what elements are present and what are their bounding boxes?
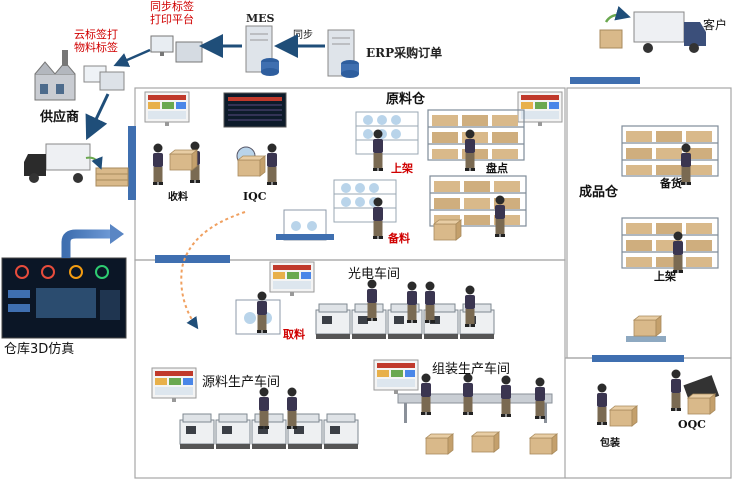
cloud-label-print-text: 云标签打 物料标签 — [74, 27, 122, 54]
material-pick-label: 取料 — [283, 327, 305, 341]
cloud-label-line1: 云标签打 — [74, 27, 118, 41]
assembly-workshop-label: 组装生产车间 — [432, 361, 510, 377]
prep-wire-shelf — [333, 179, 397, 223]
assembly-box-2 — [471, 431, 500, 453]
shelving-worker — [373, 129, 383, 171]
supplier-truck-icon — [24, 143, 91, 183]
mes-label: MES — [246, 12, 275, 25]
prep-worker — [373, 197, 383, 239]
receiving-label: 收料 — [168, 190, 188, 203]
opto-monitor — [269, 261, 315, 297]
label-platform-pc-icon — [150, 35, 203, 63]
source-machine-2 — [215, 413, 251, 450]
iqc-label: IQC — [243, 190, 267, 203]
packing-box — [609, 405, 638, 427]
assembly-worker-4 — [535, 377, 545, 419]
finished-shelving-label: 上架 — [654, 269, 676, 283]
oqc-worker — [671, 369, 681, 411]
load-arrow — [604, 6, 631, 23]
assembly-box-3 — [529, 433, 558, 455]
prep-worker-2 — [495, 195, 505, 237]
finished-bottom-door-bar — [592, 355, 684, 362]
raw-to-workshop-arrow — [180, 211, 246, 330]
supplier-label: 供应商 — [39, 109, 79, 125]
warehouse-3d-sim-label: 仓库3D仿真 — [4, 341, 74, 357]
oqc-station — [683, 375, 720, 415]
assembly-worker-3 — [501, 375, 511, 417]
source-monitor — [151, 367, 197, 403]
finished-shelf-bottom — [621, 217, 719, 269]
opto-workshop-label: 光电车间 — [348, 266, 400, 282]
iqc-station — [236, 143, 277, 185]
stock-prep-worker — [681, 143, 691, 185]
prep-cardboard-shelf — [429, 175, 527, 227]
packing-label: 包装 — [600, 436, 620, 449]
warehouse-3d-sim-screen — [1, 257, 127, 339]
opto-machine-1 — [315, 303, 351, 340]
workshop-frame — [134, 259, 566, 479]
opto-worker-2 — [407, 281, 417, 323]
assembly-box-1 — [425, 433, 454, 455]
sync-platform-line1: 同步标签 — [150, 0, 194, 13]
inventory-count-label: 盘点 — [486, 161, 508, 175]
assembly-monitor — [373, 359, 419, 395]
customer-label: 客户 — [703, 17, 727, 32]
assembly-worker-2 — [463, 373, 473, 415]
source-machine-5 — [323, 413, 359, 450]
opto-machine-5 — [459, 303, 495, 340]
opto-worker-4 — [465, 285, 475, 327]
unload-arrow — [85, 156, 103, 170]
finished-shelving-worker — [673, 231, 683, 273]
dashboard-screen — [223, 92, 287, 128]
stock-prep-label: 备货 — [659, 176, 682, 190]
finished-box-on-pallet — [626, 315, 666, 342]
source-machine-3 — [251, 413, 287, 450]
cloud-label-line2: 物料标签 — [74, 40, 118, 54]
material-cart — [276, 209, 334, 241]
raw-wire-shelf — [355, 111, 419, 155]
source-machine-1 — [179, 413, 215, 450]
finished-top-door-bar — [570, 77, 640, 84]
sync-platform-line2: 打印平台 — [150, 12, 194, 26]
raw-cardboard-shelf — [427, 109, 525, 161]
material-prep-label: 备料 — [387, 231, 410, 245]
platform-to-printer-arrow — [113, 48, 151, 67]
prep-box — [433, 219, 462, 241]
opto-worker-1 — [367, 279, 377, 321]
oqc-label: OQC — [678, 418, 706, 431]
erp-server-icon — [327, 29, 359, 78]
sim-arrow-shaft — [61, 229, 112, 258]
source-worker-1 — [259, 387, 269, 429]
sync-platform-text: 同步标签 打印平台 — [150, 0, 198, 26]
mes-server-icon — [245, 25, 279, 76]
opto-pick-worker — [257, 291, 267, 333]
finished-shelf-top — [621, 125, 719, 177]
counting-worker — [465, 129, 475, 171]
raw-bottom-door-bar — [155, 255, 230, 263]
assembly-worker-1 — [421, 373, 431, 415]
sim-arrow-head — [110, 224, 124, 244]
finished-warehouse-label: 成品仓 — [579, 184, 619, 200]
packing-worker — [597, 383, 607, 425]
opto-worker-3 — [425, 281, 435, 323]
erp-order-label: ERP采购订单 — [366, 45, 442, 60]
assembly-line — [397, 393, 553, 423]
customer-truck-icon — [599, 11, 706, 53]
source-workshop-label: 源料生产车间 — [202, 374, 280, 390]
factory-icon — [34, 50, 76, 101]
sync-label: 同步 — [293, 29, 313, 41]
printer-to-truck-arrow — [85, 93, 110, 141]
pallet-boxes-icon — [95, 167, 129, 187]
raw-shelving-label: 上架 — [391, 161, 413, 175]
cloud-label-printer-icon — [83, 65, 125, 91]
raw-warehouse-label: 原料仓 — [386, 91, 426, 107]
source-worker-2 — [287, 387, 297, 429]
receiving-monitor — [144, 91, 190, 127]
entry-door-bar — [128, 126, 136, 200]
receiving-station — [153, 141, 200, 185]
